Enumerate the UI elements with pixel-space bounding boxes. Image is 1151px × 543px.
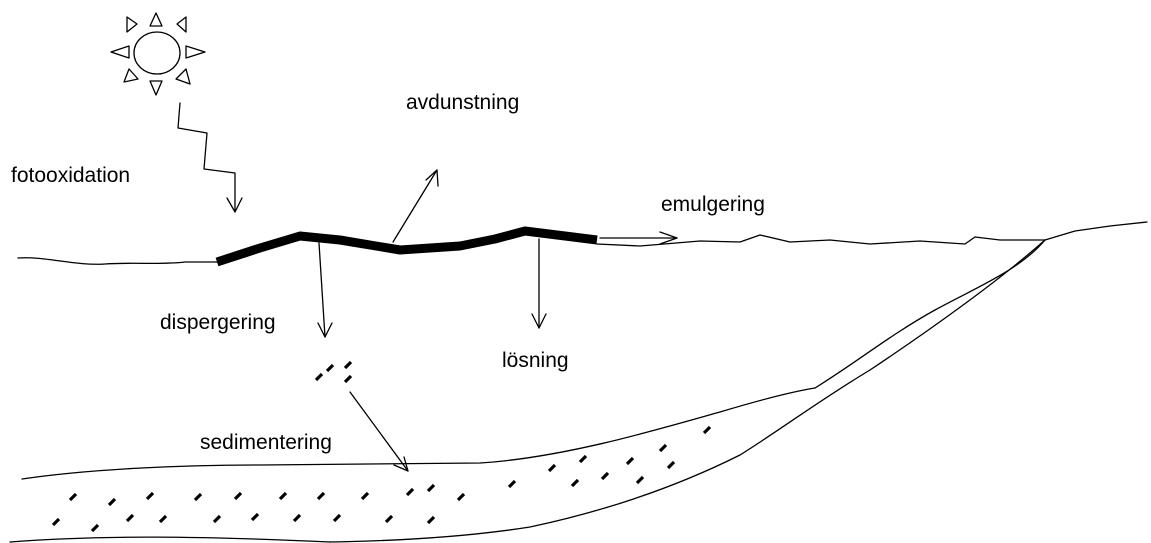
- label-emulgering: emulgering: [661, 194, 765, 215]
- emulsification-arrow: [600, 232, 677, 244]
- sediment-particle: [160, 516, 166, 522]
- dispersed-droplets: [316, 362, 351, 382]
- dispersion-arrow: [318, 243, 332, 337]
- sediment-particle: [660, 445, 666, 451]
- water-surface-left: [18, 258, 218, 265]
- sediment-particle: [602, 473, 608, 479]
- sediment-particle: [147, 493, 153, 499]
- label-avdunstning: avdunstning: [406, 92, 519, 113]
- seafloor-upper: [22, 388, 815, 479]
- water-surface-right: [597, 222, 1147, 246]
- label-losning: lösning: [502, 350, 569, 371]
- sediment-particle: [668, 462, 674, 468]
- sediment-particle: [509, 481, 515, 487]
- seafloor-lower: [330, 240, 1045, 542]
- sediment-particle: [280, 493, 286, 499]
- sediment-particle: [70, 494, 76, 500]
- label-dispergering: dispergering: [160, 312, 276, 333]
- evaporation-arrow: [393, 170, 438, 242]
- sediment-particle: [386, 516, 392, 522]
- label-fotooxidation: fotooxidation: [11, 165, 130, 186]
- sediment-particle: [428, 485, 434, 491]
- sediment-particle: [627, 458, 633, 464]
- sediment-particle: [252, 514, 258, 520]
- sediment-particle: [235, 493, 241, 499]
- sediment-particle: [214, 516, 220, 522]
- seafloor-bottom: [10, 537, 330, 542]
- sediment-particle: [195, 494, 201, 500]
- sediment-particle: [362, 493, 368, 499]
- sediment-particle: [549, 465, 555, 471]
- sediment-particle: [637, 477, 643, 483]
- sediment-particle: [109, 499, 115, 505]
- sediment-particle: [572, 480, 578, 486]
- dissolution-arrow: [532, 239, 546, 328]
- oil-slick: [217, 231, 597, 262]
- shore-slope: [815, 240, 1045, 388]
- sediment-particle: [428, 517, 434, 523]
- sedimentation-arrow: [350, 392, 408, 471]
- sediment-particles: [53, 427, 710, 531]
- sediment-particle: [127, 515, 133, 521]
- sediment-particle: [458, 494, 464, 500]
- photooxidation-arrow: [178, 103, 242, 212]
- label-sedimentering: sedimentering: [200, 432, 332, 453]
- sediment-particle: [318, 493, 324, 499]
- sediment-particle: [53, 519, 59, 525]
- sediment-particle: [704, 427, 710, 433]
- sun-icon: [111, 13, 205, 95]
- sediment-particle: [580, 456, 586, 462]
- sediment-particle: [294, 515, 300, 521]
- sediment-particle: [92, 525, 98, 531]
- sediment-particle: [334, 515, 340, 521]
- sediment-particle: [407, 489, 413, 495]
